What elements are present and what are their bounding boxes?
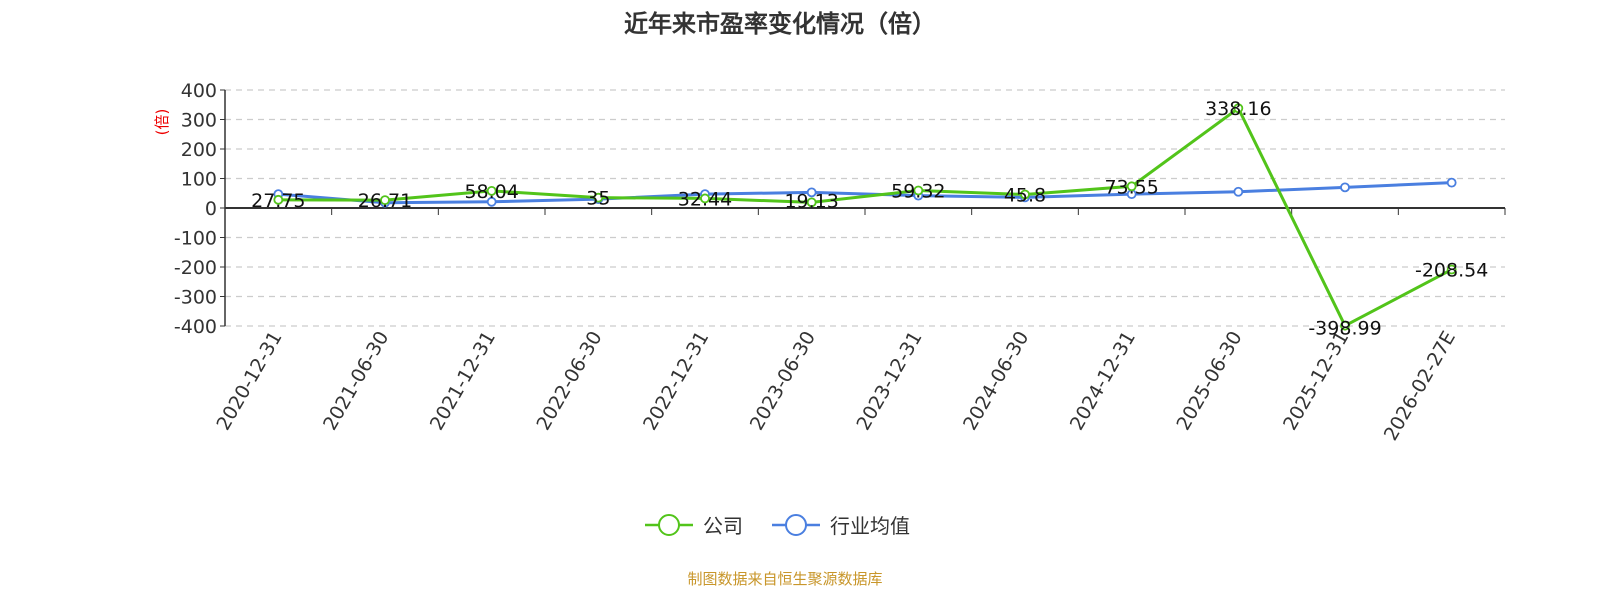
data-point[interactable]: [806, 197, 817, 208]
data-point[interactable]: [486, 196, 497, 207]
x-tick-label: 2022-06-30: [532, 328, 606, 435]
y-tick-label: -400: [174, 316, 217, 338]
legend-marker-icon: [785, 514, 807, 536]
x-tick-label: 2026-02-27E: [1380, 328, 1460, 445]
x-tick-label: 2025-12-31: [1279, 328, 1353, 435]
data-point[interactable]: [913, 185, 924, 196]
y-tick-label: 100: [181, 169, 217, 191]
data-label: 19.13: [784, 190, 838, 212]
y-tick-label: -200: [174, 257, 217, 279]
data-label: -398.99: [1308, 318, 1381, 340]
y-tick-label: -100: [174, 228, 217, 250]
x-tick-label: 2021-12-31: [426, 327, 500, 434]
x-tick-label: 2024-12-31: [1066, 328, 1140, 435]
data-point[interactable]: [1233, 103, 1244, 114]
legend-marker-icon: [658, 514, 680, 536]
data-label: 27.75: [251, 190, 305, 212]
y-tick-label: 300: [181, 110, 217, 132]
data-point[interactable]: [593, 192, 604, 203]
data-label: 26.71: [358, 190, 412, 212]
data-point[interactable]: [273, 194, 284, 205]
y-tick-label: 0: [205, 198, 217, 220]
x-tick-label: 2023-12-31: [852, 327, 926, 434]
legend: 公司 行业均值: [645, 514, 910, 538]
data-label: 73.55: [1104, 176, 1158, 198]
x-tick-label: 2023-06-30: [746, 328, 820, 435]
x-tick-label: 2024-06-30: [959, 328, 1033, 435]
data-point[interactable]: [806, 187, 817, 198]
series-line-industry: [278, 181, 1452, 205]
x-tick-label: 2022-12-31: [639, 328, 713, 435]
data-point[interactable]: [1340, 320, 1350, 331]
data-point[interactable]: [1233, 186, 1244, 197]
data-point[interactable]: [1446, 264, 1457, 275]
data-point[interactable]: [380, 195, 390, 206]
data-point[interactable]: [486, 185, 497, 196]
data-point[interactable]: [700, 193, 710, 204]
data-label: -208.54: [1415, 260, 1488, 282]
y-tick-label: 200: [181, 139, 217, 161]
data-label: 338.16: [1205, 98, 1271, 120]
chart-title: 近年来市盈率变化情况（倍）: [624, 10, 936, 38]
data-point[interactable]: [1020, 189, 1030, 200]
data-label: 35: [586, 188, 610, 210]
data-point[interactable]: [1340, 182, 1350, 193]
x-tick-label: 2025-06-30: [1172, 328, 1246, 435]
data-point[interactable]: [1446, 177, 1457, 188]
series-line-company: [278, 105, 1453, 328]
x-tick-label: 2020-12-31: [212, 328, 286, 435]
data-label: 45.8: [1004, 184, 1046, 206]
legend-item-label[interactable]: 公司: [703, 514, 743, 538]
source-note: 制图数据来自恒生聚源数据库: [687, 570, 882, 588]
legend-item-label[interactable]: 行业均值: [830, 514, 910, 538]
y-tick-label: 400: [181, 80, 217, 102]
y-tick-label: -300: [174, 287, 217, 309]
data-label: 59.32: [891, 181, 945, 203]
data-point[interactable]: [1126, 181, 1137, 192]
y-axis-unit: (倍): [153, 109, 171, 136]
x-tick-label: 2021-06-30: [319, 328, 393, 435]
data-label: 58.04: [464, 181, 518, 203]
data-label: 32.44: [678, 188, 732, 210]
